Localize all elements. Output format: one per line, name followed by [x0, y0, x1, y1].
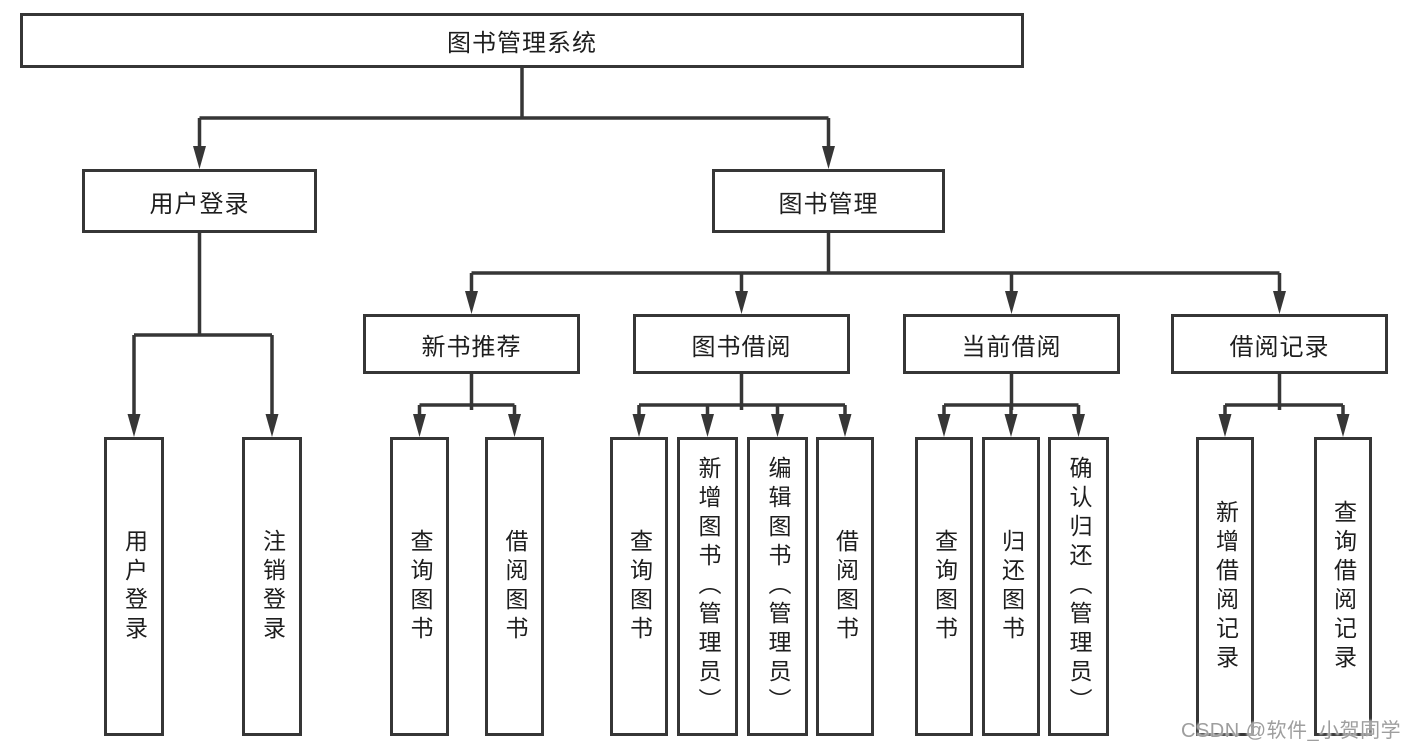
- leaf-borrowing-borrow-books-label: 借阅图书: [832, 528, 859, 645]
- leaf-borrowing-query-books-label: 查询图书: [626, 528, 653, 645]
- leaf-records-add-record-label: 新增借阅记录: [1212, 499, 1239, 674]
- leaf-current-confirm-return-admin-label: 确认归还（管理员）: [1066, 456, 1092, 717]
- node-book-management: 图书管理: [712, 169, 945, 233]
- node-user-login: 用户登录: [82, 169, 317, 233]
- leaf-current-query-books-label: 查询图书: [931, 528, 958, 645]
- leaf-user-login-label: 用户登录: [121, 528, 148, 645]
- leaf-borrowing-query-books: 查询图书: [610, 437, 668, 736]
- node-borrow-records: 借阅记录: [1171, 314, 1388, 374]
- leaf-logout-label: 注销登录: [259, 528, 286, 645]
- leaf-user-login: 用户登录: [104, 437, 164, 736]
- leaf-newbooks-borrow-books: 借阅图书: [485, 437, 544, 736]
- leaf-newbooks-borrow-books-label: 借阅图书: [502, 528, 528, 645]
- leaf-newbooks-query-books-label: 查询图书: [407, 528, 433, 645]
- leaf-current-confirm-return-admin: 确认归还（管理员）: [1048, 437, 1109, 736]
- node-user-login-label: 用户登录: [149, 190, 250, 218]
- csdn-watermark: CSDN @软件_小贺同学: [1181, 720, 1402, 742]
- leaf-newbooks-query-books: 查询图书: [390, 437, 449, 736]
- node-current-borrowing: 当前借阅: [903, 314, 1120, 374]
- node-root: 图书管理系统: [20, 13, 1024, 68]
- leaf-borrowing-add-books-admin-label: 新增图书（管理员）: [695, 456, 721, 717]
- leaf-current-return-books: 归还图书: [982, 437, 1040, 736]
- leaf-records-query-record: 查询借阅记录: [1314, 437, 1372, 736]
- arrowhead-icons: [127, 146, 1350, 437]
- leaf-borrowing-edit-books-admin-label: 编辑图书（管理员）: [765, 456, 791, 717]
- leaf-current-query-books: 查询图书: [915, 437, 973, 736]
- leaf-logout: 注销登录: [242, 437, 302, 736]
- leaf-records-query-record-label: 查询借阅记录: [1330, 499, 1357, 674]
- leaf-borrowing-borrow-books: 借阅图书: [816, 437, 874, 736]
- leaf-borrowing-edit-books-admin: 编辑图书（管理员）: [747, 437, 808, 736]
- node-root-label: 图书管理系统: [447, 30, 597, 57]
- node-book-borrowing-label: 图书借阅: [691, 333, 792, 361]
- node-new-book-recommend-label: 新书推荐: [421, 333, 522, 361]
- node-book-management-label: 图书管理: [778, 190, 879, 218]
- leaf-records-add-record: 新增借阅记录: [1196, 437, 1254, 736]
- leaf-current-return-books-label: 归还图书: [998, 528, 1025, 645]
- node-current-borrowing-label: 当前借阅: [961, 333, 1062, 361]
- node-borrow-records-label: 借阅记录: [1229, 333, 1330, 361]
- connector-lines: [132, 68, 1345, 422]
- leaf-borrowing-add-books-admin: 新增图书（管理员）: [677, 437, 738, 736]
- node-book-borrowing: 图书借阅: [633, 314, 850, 374]
- node-new-book-recommend: 新书推荐: [363, 314, 580, 374]
